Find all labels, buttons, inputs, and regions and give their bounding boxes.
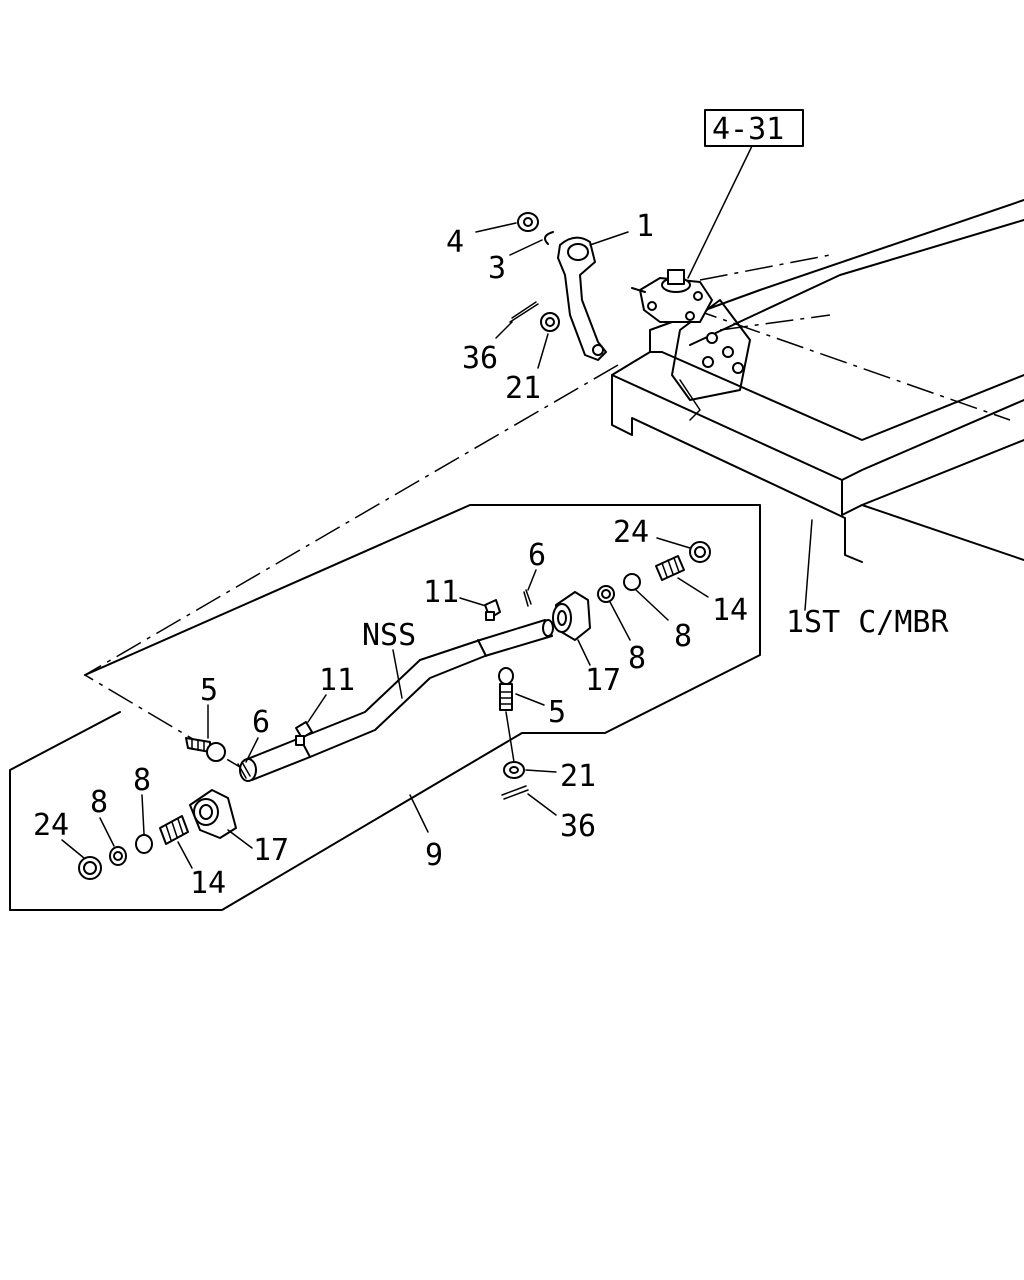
assembly-number: 9	[425, 838, 443, 873]
frame-crossmember	[611, 199, 1024, 563]
callout-14-left: 14	[190, 866, 226, 901]
callout-6-left: 6	[252, 705, 270, 740]
pitman-arm	[557, 236, 607, 361]
reference-box[interactable]: 4-31	[704, 109, 804, 147]
socket-17-right	[552, 591, 591, 641]
ball-stud-5-left	[185, 737, 226, 762]
cotter-pin-36-middle	[501, 785, 529, 800]
callout-5-middle: 5	[548, 695, 566, 730]
ball-stud-5-middle	[498, 667, 514, 711]
callout-8-right-b: 8	[628, 641, 646, 676]
reference-box-label: 4-31	[712, 112, 784, 147]
nss-label: NSS	[362, 618, 416, 653]
callout-24-right: 24	[613, 515, 649, 550]
callout-8-right-a: 8	[674, 619, 692, 654]
callout-14-right: 14	[712, 593, 748, 628]
callout-3: 3	[488, 251, 506, 286]
seat-8-left-a	[135, 834, 153, 854]
cotter-pin-6-right	[523, 589, 532, 607]
frame-label: 1ST C/MBR	[786, 605, 949, 640]
callout-36-middle: 36	[560, 809, 596, 844]
callout-1: 1	[636, 209, 654, 244]
frame-leader	[804, 519, 813, 611]
plug-24-right	[689, 541, 711, 563]
grease-nipple-11-left	[295, 721, 313, 746]
cotter-pin-36-upper	[509, 301, 539, 323]
callout-8-left-a: 8	[133, 763, 151, 798]
callout-21-upper: 21	[505, 371, 541, 406]
callout-17-right: 17	[585, 663, 621, 698]
callout-36-upper: 36	[462, 341, 498, 376]
callout-6-right: 6	[528, 538, 546, 573]
seat-8-right-a	[623, 573, 641, 591]
callout-4: 4	[446, 225, 464, 260]
callout-24-left: 24	[33, 808, 69, 843]
frame-centerline-3	[719, 314, 831, 331]
socket-17-left	[189, 789, 237, 839]
callout-21-middle: 21	[560, 759, 596, 794]
frame-centerline-2	[699, 254, 831, 281]
reference-leader	[687, 145, 753, 279]
callout-8-left-b: 8	[90, 785, 108, 820]
spring-14-right	[655, 555, 685, 581]
callout-17-left: 17	[253, 833, 289, 868]
plug-24-left	[78, 856, 102, 880]
grease-nipple-11-right	[484, 599, 501, 621]
snap-ring-3	[543, 231, 554, 245]
cotter-pin-6-left	[237, 761, 251, 779]
spring-14-left	[159, 815, 189, 845]
callout-11-right: 11	[423, 575, 459, 610]
assembly-outline	[9, 504, 761, 911]
callout-5-left: 5	[200, 673, 218, 708]
callout-11-left: 11	[319, 663, 355, 698]
steering-gear-box	[631, 269, 713, 323]
